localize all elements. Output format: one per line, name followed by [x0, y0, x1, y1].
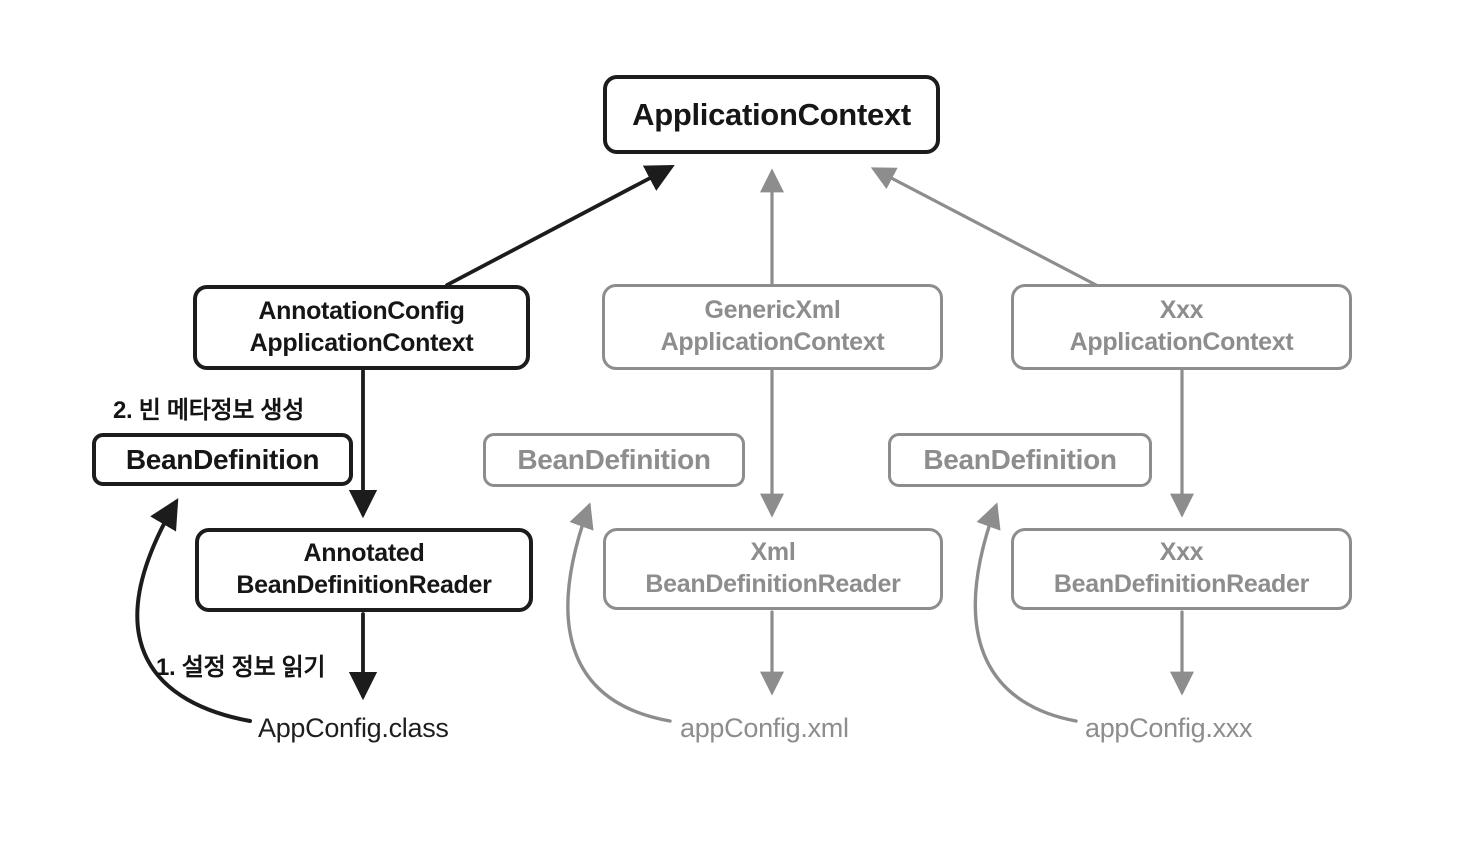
arrow-annotationconfig-to-applicationcontext — [445, 165, 675, 287]
node-label-line1: Annotated — [303, 539, 425, 568]
node-xml-bean-definition-reader: Xml BeanDefinitionReader — [603, 528, 943, 610]
node-xxx-application-context: Xxx ApplicationContext — [1011, 284, 1352, 370]
node-label-line1: Xml — [750, 538, 796, 567]
file-label-appconfig-class: AppConfig.class — [258, 713, 449, 743]
arrow-appconfig-xxx-to-beandefinition — [973, 502, 1078, 723]
node-label: ApplicationContext — [632, 96, 911, 132]
node-label-line2: ApplicationContext — [660, 328, 885, 356]
arrow-appconfig-class-to-beandefinition — [135, 498, 252, 723]
node-xxx-bean-definition-reader: Xxx BeanDefinitionReader — [1011, 528, 1352, 610]
node-application-context: ApplicationContext — [603, 75, 940, 154]
node-generic-xml-application-context: GenericXml ApplicationContext — [602, 284, 943, 370]
node-label: BeanDefinition — [125, 443, 320, 475]
node-label-line2: BeanDefinitionReader — [1053, 570, 1310, 598]
node-bean-definition-xxx: BeanDefinition — [888, 433, 1152, 487]
arrow-appconfig-xml-to-beandefinition — [566, 502, 672, 723]
node-label-line1: GenericXml — [704, 296, 841, 325]
node-label-line2: BeanDefinitionReader — [236, 571, 492, 599]
node-label: BeanDefinition — [517, 444, 711, 475]
node-annotation-config-application-context: AnnotationConfig ApplicationContext — [193, 285, 530, 370]
node-bean-definition-xml: BeanDefinition — [483, 433, 745, 487]
node-label-line1: AnnotationConfig — [258, 296, 465, 325]
annotation-step1-read-config-info: 1. 설정 정보 읽기 — [156, 654, 326, 681]
node-label-line1: Xxx — [1159, 296, 1204, 325]
node-bean-definition-annotation: BeanDefinition — [92, 433, 353, 486]
node-label-line2: BeanDefinitionReader — [645, 570, 901, 598]
node-annotated-bean-definition-reader: Annotated BeanDefinitionReader — [195, 528, 533, 612]
file-label-appconfig-xxx: appConfig.xxx — [1085, 713, 1253, 743]
file-label-appconfig-xml: appConfig.xml — [680, 713, 849, 743]
node-label: BeanDefinition — [923, 444, 1117, 475]
node-label-line2: ApplicationContext — [1069, 328, 1294, 356]
node-label-line1: Xxx — [1159, 538, 1204, 567]
arrow-xxx-to-applicationcontext — [870, 167, 1100, 288]
annotation-step2-create-bean-metadata: 2. 빈 메타정보 생성 — [113, 397, 304, 424]
node-label-line2: ApplicationContext — [249, 328, 474, 357]
